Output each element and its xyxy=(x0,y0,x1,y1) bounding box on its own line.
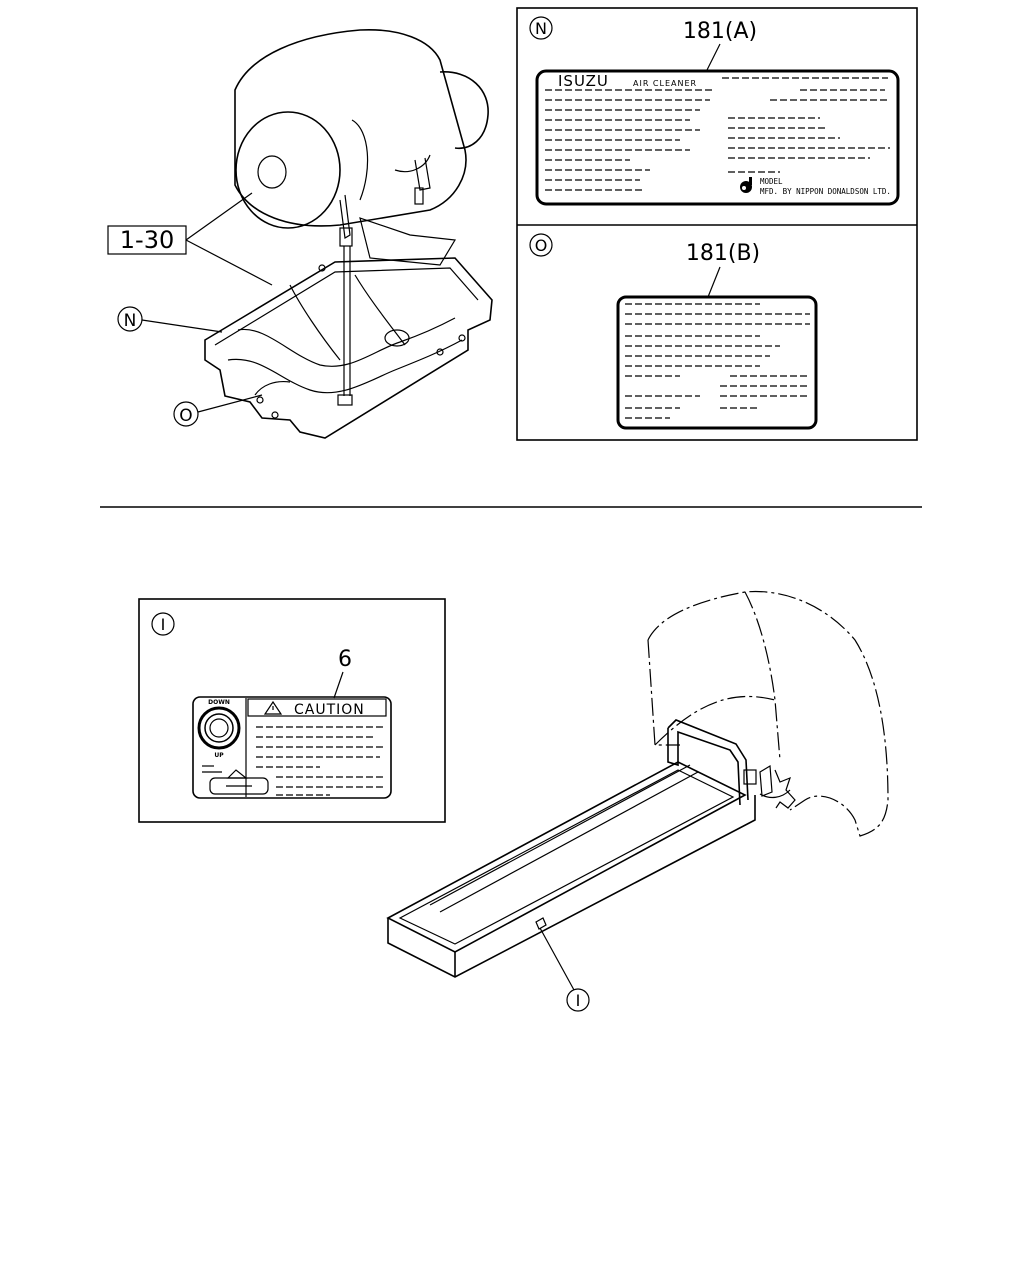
callout-i-bottom: I xyxy=(539,927,590,1012)
callout-part-1-30: 1-30 xyxy=(107,192,273,286)
panel-i-part-ref: 6 xyxy=(338,647,352,672)
label-a-text-lines xyxy=(545,77,890,191)
air-cleaner-illustration xyxy=(234,29,489,247)
label-brand: ISUZU xyxy=(558,72,609,90)
label-product: AIR CLEANER xyxy=(633,79,697,88)
svg-text:N: N xyxy=(124,311,137,331)
panel-i: I 6 CAUTION DOWN UP xyxy=(138,598,446,823)
label-model: MODEL xyxy=(760,177,783,186)
panel-n-part-ref: 181(A) xyxy=(683,19,757,44)
panel-o-part-ref: 181(B) xyxy=(686,241,760,266)
donaldson-logo-icon xyxy=(740,177,752,193)
callout-o-left: O xyxy=(173,394,263,427)
truck-chassis-illustration xyxy=(386,590,889,978)
down-up-dial-icon: DOWN UP xyxy=(197,699,241,759)
label-maker: MFD. BY NIPPON DONALDSON LTD. xyxy=(760,187,891,196)
panel-n-marker: N xyxy=(535,19,547,38)
svg-text:I: I xyxy=(576,991,581,1010)
callout-n-left: N xyxy=(117,306,223,333)
control-lever-icon xyxy=(202,765,269,795)
label-b-text-lines xyxy=(625,303,810,419)
panel-n: N 181(A) ISUZU AIR CLEANER xyxy=(529,16,900,206)
dial-top-label: DOWN xyxy=(208,699,230,706)
panel-i-marker: I xyxy=(161,615,166,634)
svg-text:O: O xyxy=(179,406,192,426)
dial-bottom-label: UP xyxy=(214,752,224,759)
panel-o-marker: O xyxy=(535,236,548,255)
panel-o: O 181(B) xyxy=(529,233,818,430)
warning-triangle-icon xyxy=(263,700,283,715)
label-panel-frame xyxy=(516,7,918,441)
caution-heading: CAUTION xyxy=(294,702,365,718)
mounting-bracket-illustration xyxy=(204,217,493,439)
callout-part-number: 1-30 xyxy=(120,226,174,254)
caution-text-lines xyxy=(256,726,386,796)
